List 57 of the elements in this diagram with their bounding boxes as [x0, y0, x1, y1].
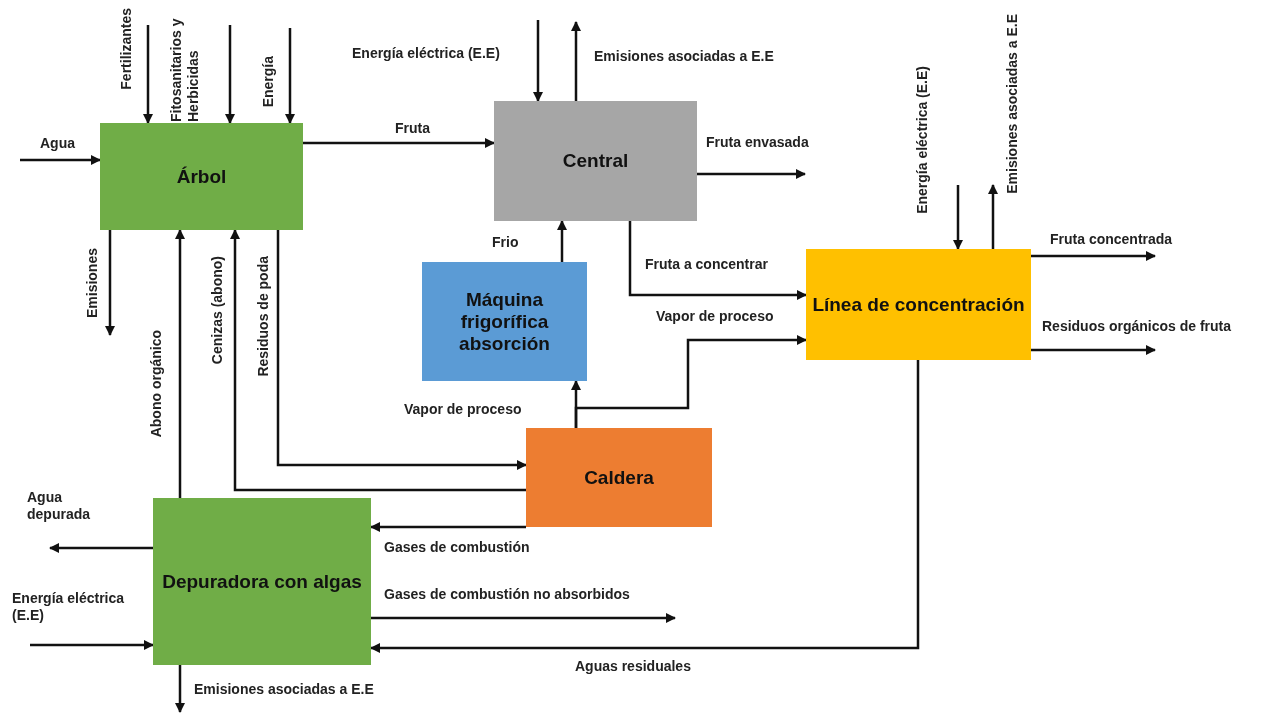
edge-label: Emisiones asociadas a E.E: [194, 681, 374, 698]
arrow: [1031, 345, 1156, 355]
edge-label: Abono orgánico: [148, 330, 165, 438]
edge-label: Residuos de poda: [255, 256, 272, 377]
arrow: [30, 640, 154, 650]
arrow: [285, 28, 295, 124]
arrow: [1031, 251, 1156, 261]
arrow: [571, 380, 581, 428]
arrow: [20, 155, 101, 165]
arrow: [697, 169, 806, 179]
edge-label: Fertilizantes: [118, 8, 135, 90]
edge-label: Emisiones asociadas a E.E: [594, 48, 774, 65]
arrow: [225, 25, 235, 124]
arrow: [371, 613, 676, 623]
edge-label: Agua: [40, 135, 75, 152]
process-box: Central: [494, 101, 697, 221]
process-box: Árbol: [100, 123, 303, 230]
edge-label: Vapor de proceso: [404, 401, 522, 418]
edge-label: Emisiones: [84, 248, 101, 319]
arrow: [175, 229, 185, 498]
edge-label: Vapor de proceso: [656, 308, 774, 325]
process-box: Línea de concentración: [806, 249, 1031, 360]
edge-label: Fruta concentrada: [1050, 231, 1173, 248]
arrow: [370, 360, 920, 653]
arrow: [370, 522, 526, 532]
arrow: [988, 184, 998, 249]
edge-label: Agua depurada: [27, 489, 91, 523]
edge-label: Gases de combustión no absorbidos: [384, 586, 630, 603]
arrow: [533, 20, 543, 102]
process-box: Caldera: [526, 428, 712, 527]
edge-label: Residuos orgánicos de fruta: [1042, 318, 1232, 335]
edge-label: Frio: [492, 234, 519, 251]
arrow: [175, 665, 185, 713]
arrow: [953, 185, 963, 250]
arrow: [557, 220, 567, 262]
arrow: [143, 25, 153, 124]
edge-label: Fruta a concentrar: [645, 256, 768, 273]
process-box: Depuradora con algas: [153, 498, 371, 665]
process-box: Máquina frigorífica absorción: [422, 262, 587, 381]
edge-label: Fruta envasada: [706, 134, 809, 151]
edge-label: Gases de combustión: [384, 539, 530, 556]
edge-label: Fitosanitarios y Herbicidas: [168, 17, 202, 122]
arrow: [230, 229, 526, 492]
arrow: [49, 543, 153, 553]
edge-label: Energía eléctrica (E.E): [12, 590, 126, 624]
edge-label: Energía: [260, 56, 277, 108]
edge-label: Cenizas (abono): [209, 256, 226, 365]
edge-label: Energía eléctrica (E.E): [914, 66, 931, 214]
arrow: [628, 221, 807, 300]
arrow: [571, 21, 581, 101]
edge-label: Aguas residuales: [575, 658, 691, 675]
arrow: [105, 230, 115, 336]
edge-label: Emisiones asociadas a E.E: [1004, 14, 1021, 194]
arrow: [276, 230, 527, 470]
arrow: [303, 138, 495, 148]
edge-label: Fruta: [395, 120, 430, 137]
edge-label: Energía eléctrica (E.E): [352, 45, 500, 62]
